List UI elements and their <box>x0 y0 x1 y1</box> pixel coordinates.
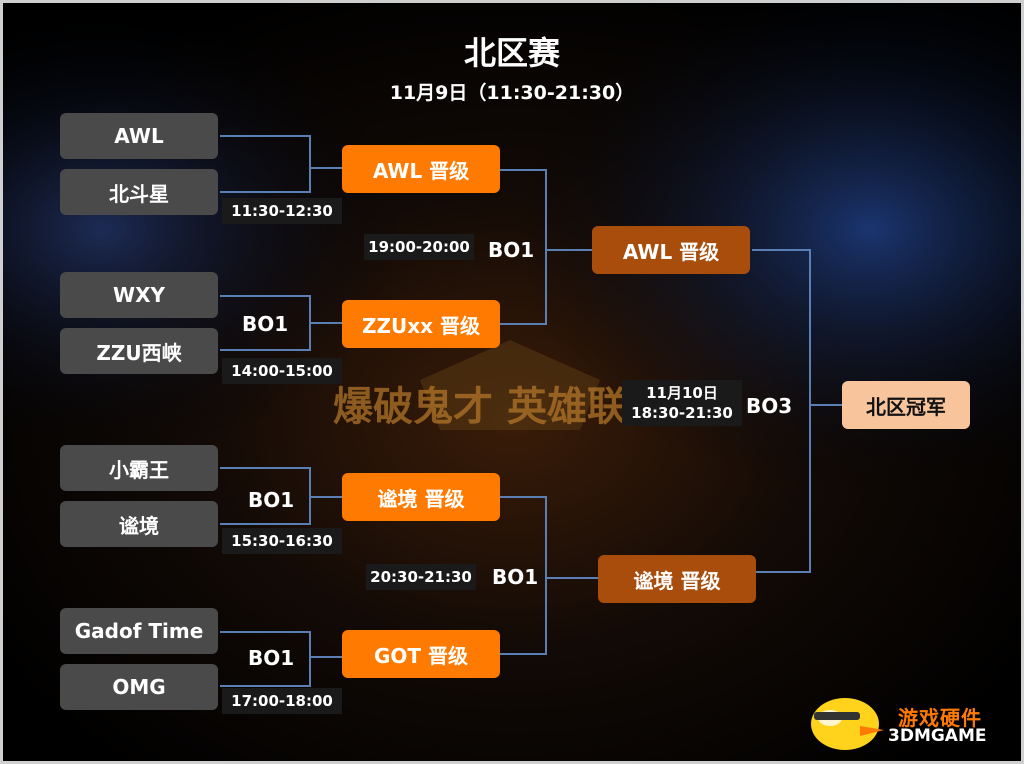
team-zzu-xixia: ZZU西峡 <box>60 328 218 374</box>
semi-advance-mijing: 谧境 晋级 <box>598 555 756 603</box>
advance-awl: AWL 晋级 <box>342 145 500 193</box>
advance-mijing: 谧境 晋级 <box>342 473 500 521</box>
semi-advance-awl: AWL 晋级 <box>592 226 750 274</box>
match-time: 14:00-15:00 <box>222 358 342 384</box>
match-time: 20:30-21:30 <box>366 564 476 590</box>
final-format: BO3 <box>746 394 793 418</box>
match-format: BO1 <box>248 488 295 512</box>
match-time: 19:00-20:00 <box>364 234 474 260</box>
watermark-sub: 3DMGAME <box>888 726 987 746</box>
champion-box: 北区冠军 <box>842 381 970 429</box>
final-schedule: 11月10日 18:30-21:30 <box>622 380 742 426</box>
final-date: 11月10日 <box>646 384 718 402</box>
chick-mascot-icon <box>811 698 884 750</box>
advance-zzuxx: ZZUxx 晋级 <box>342 300 500 348</box>
match-format: BO1 <box>242 312 289 336</box>
match-format: BO1 <box>492 565 539 589</box>
match-time: 15:30-16:30 <box>222 528 342 554</box>
logo-art-text: 爆破鬼才 英雄联盟 <box>333 384 667 430</box>
team-omg: OMG <box>60 664 218 710</box>
final-time: 18:30-21:30 <box>631 404 733 422</box>
match-time: 17:00-18:00 <box>222 688 342 714</box>
team-xiaobawang: 小霸王 <box>60 445 218 491</box>
match-format: BO1 <box>488 238 535 262</box>
team-awl: AWL <box>60 113 218 159</box>
team-gadof-time: Gadof Time <box>60 608 218 654</box>
watermark-brand: 游戏硬件 <box>898 706 982 730</box>
team-wxy: WXY <box>60 272 218 318</box>
match-time: 11:30-12:30 <box>222 198 342 224</box>
team-mijing: 谧境 <box>60 501 218 547</box>
match-format: BO1 <box>248 646 295 670</box>
page-title: 北区赛 <box>463 34 560 72</box>
event-date: 11月9日（11:30-21:30） <box>389 82 635 104</box>
advance-got: GOT 晋级 <box>342 630 500 678</box>
team-beidouxing: 北斗星 <box>60 169 218 215</box>
